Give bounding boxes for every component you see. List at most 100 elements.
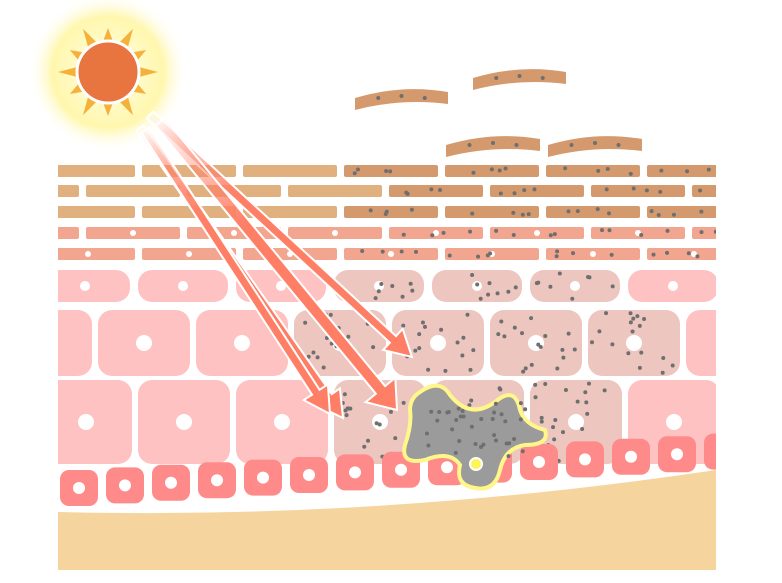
melanin-dot [417, 332, 422, 337]
melanin-dot [450, 427, 455, 432]
melanin-dot [753, 190, 757, 194]
melanin-dot [502, 334, 507, 339]
melanin-dot [552, 232, 557, 237]
melanocyte-nucleus [469, 457, 483, 471]
melanin-dot [521, 369, 526, 374]
melanin-dot [563, 166, 568, 171]
melanin-dot [644, 188, 649, 193]
nucleus [626, 335, 642, 351]
nucleus [73, 482, 85, 494]
melanin-dot [561, 355, 566, 360]
nucleus [590, 251, 596, 257]
nucleus [29, 230, 35, 236]
spinous-cell [58, 310, 92, 376]
nucleus [303, 469, 315, 481]
melanin-dot [494, 76, 499, 80]
melanin-dot [518, 401, 523, 406]
melanin-dot [563, 388, 568, 393]
melanin-dot [776, 188, 780, 192]
melanin-dot [543, 334, 548, 339]
melanin-dot [585, 411, 590, 416]
corneum-cell [58, 185, 79, 197]
melanin-dot [376, 289, 381, 294]
melanin-dot [557, 271, 562, 276]
melanin-dot [686, 251, 691, 256]
melanin-dot [478, 296, 483, 301]
nucleus [136, 335, 152, 351]
melanin-dot [371, 345, 376, 350]
melanin-dot [457, 439, 462, 444]
melanin-dot [492, 433, 497, 438]
melanin-dot [362, 444, 367, 449]
melanin-dot [498, 387, 503, 392]
melanin-dot [456, 406, 461, 411]
nucleus [332, 230, 338, 236]
melanin-dot [355, 167, 360, 172]
melanin-dot [491, 141, 495, 145]
melanin-dot [460, 409, 465, 414]
melanin-dot [551, 425, 556, 430]
melanin-dot [631, 186, 636, 191]
melanin-dot [438, 187, 443, 192]
melanin-dot [443, 368, 448, 373]
melanin-dot [555, 366, 560, 371]
nucleus [717, 446, 729, 458]
melanin-dot [533, 395, 538, 400]
melanin-dot [586, 381, 591, 386]
melanin-dot [498, 191, 503, 196]
nucleus [274, 414, 290, 430]
melanin-dot [458, 414, 463, 419]
melanin-dot [606, 211, 611, 216]
corneum-cell [0, 165, 34, 177]
melanin-dot [685, 169, 690, 174]
melanin-dot [607, 228, 612, 233]
melanin-dot [487, 281, 492, 286]
nucleus [130, 230, 136, 236]
melanin-dot [460, 353, 465, 358]
melanin-dot [499, 319, 504, 324]
melanin-dot [328, 312, 333, 317]
nucleus [80, 281, 90, 291]
melanin-dot [628, 320, 633, 325]
corneum-cell [647, 206, 716, 218]
melanin-dot [543, 381, 548, 386]
corneum-cell [647, 165, 716, 177]
melanin-dot [345, 406, 350, 411]
melanin-dot [470, 211, 475, 216]
nucleus [38, 335, 54, 351]
melanin-dot [637, 365, 642, 370]
melanin-dot [600, 228, 605, 233]
melanin-dot [560, 347, 565, 352]
melanin-dot [595, 207, 600, 212]
melanin-dot [572, 347, 577, 352]
uv-arrow-shape [153, 116, 399, 412]
melanin-dot [473, 441, 478, 446]
nucleus [211, 474, 223, 487]
nucleus [430, 335, 446, 351]
corneum-cell [58, 165, 135, 177]
melanin-dot [461, 335, 466, 340]
nucleus [372, 414, 388, 430]
melanin-dot [718, 231, 722, 235]
melanin-dot [584, 400, 589, 405]
melanin-dot [303, 320, 308, 325]
melanin-dot [520, 212, 525, 217]
nucleus [625, 450, 637, 463]
shed-flake [446, 136, 540, 157]
melanin-dot [602, 388, 607, 393]
melanin-dot [409, 207, 414, 212]
melanin-dot [604, 311, 609, 316]
corneum-cell [692, 185, 716, 197]
melanin-dot [493, 401, 498, 406]
nucleus [736, 230, 742, 236]
nucleus [433, 230, 439, 236]
melanin-dot [597, 329, 602, 334]
melanin-dot [538, 345, 543, 350]
melanin-dot [401, 323, 406, 328]
melanin-dot [430, 233, 435, 238]
melanin-dot [536, 342, 541, 347]
nucleus [78, 414, 94, 430]
dermis-layer [58, 470, 716, 570]
nucleus [666, 414, 682, 430]
spinous-cell [686, 310, 716, 376]
